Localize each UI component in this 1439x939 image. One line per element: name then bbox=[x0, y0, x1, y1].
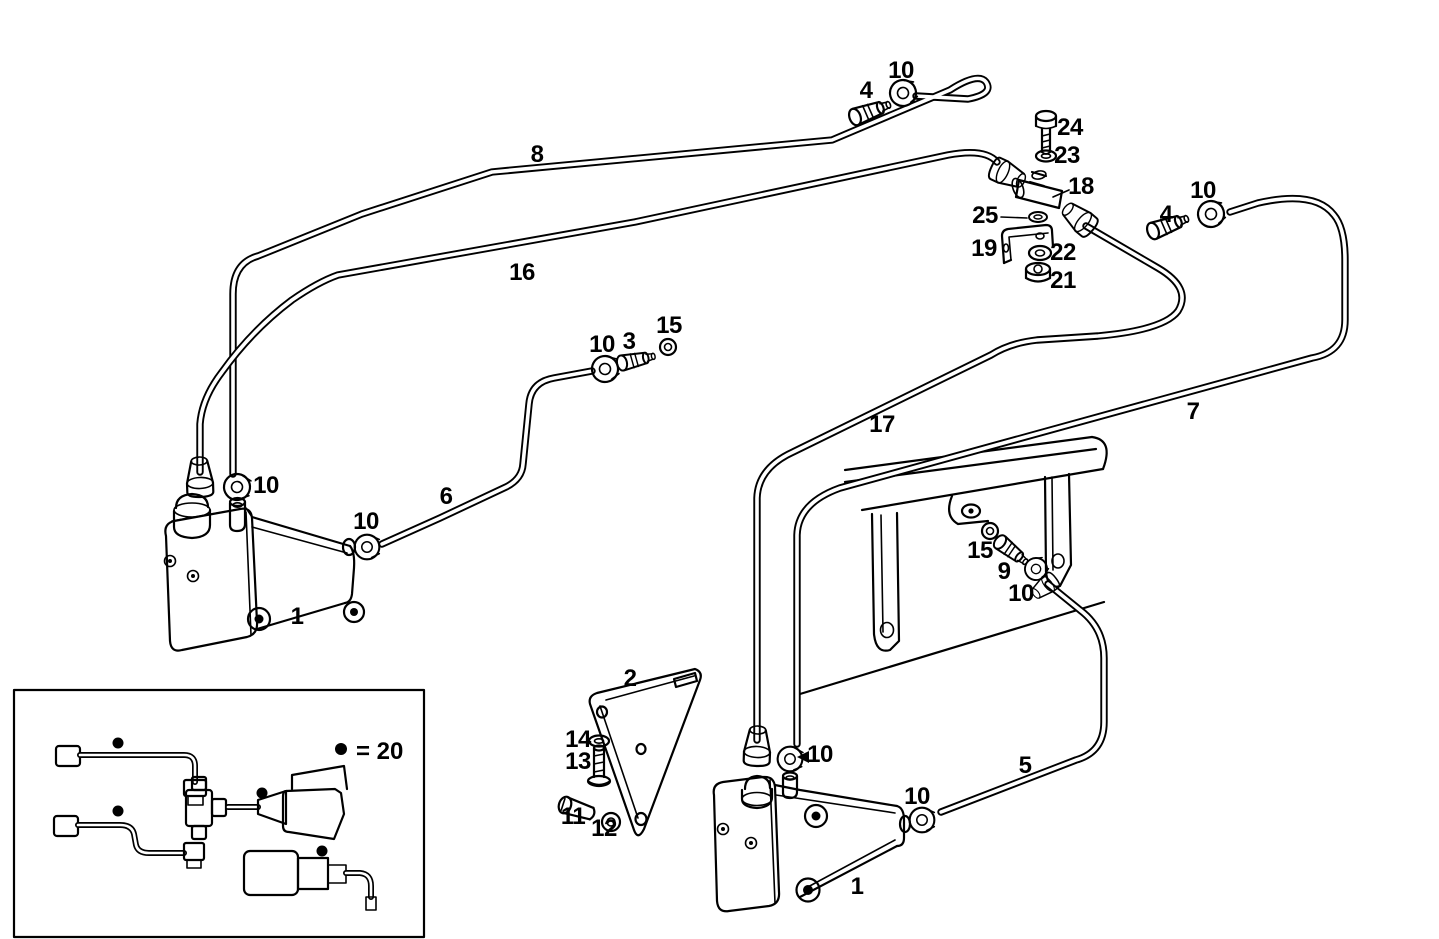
washer-22 bbox=[1027, 244, 1053, 262]
bolt-13 bbox=[586, 744, 612, 788]
tube-7 bbox=[793, 194, 1349, 748]
callout-17-tube: 17 bbox=[869, 411, 895, 438]
callout-21-nut: 21 bbox=[1050, 267, 1076, 294]
washer-15 bbox=[658, 337, 678, 357]
callout-4-right: 4 bbox=[1159, 201, 1173, 228]
callout-15-frame: 15 bbox=[967, 537, 993, 564]
inlet-spigot-left bbox=[228, 496, 247, 533]
inset-connector-c bbox=[184, 764, 349, 841]
callout-7-tube: 7 bbox=[1186, 398, 1200, 425]
callout-10-frame: 10 bbox=[1008, 580, 1034, 607]
callout-10-banjo: 10 bbox=[589, 331, 615, 358]
callout-10-top: 10 bbox=[888, 57, 914, 84]
callout-10-clamp-right: 10 bbox=[807, 741, 833, 768]
callout-1-left-tank: 1 bbox=[290, 603, 304, 630]
mount-ear bbox=[795, 877, 821, 903]
clamp-10 bbox=[908, 806, 936, 834]
nut-21 bbox=[1024, 261, 1052, 283]
callout-10-clamp-left: 10 bbox=[253, 472, 279, 499]
callout-22-washer: 22 bbox=[1050, 239, 1076, 266]
mount-ear bbox=[246, 606, 272, 632]
quantity-dot-icon bbox=[112, 805, 124, 817]
mount-ear bbox=[803, 803, 829, 829]
filler-cap-left bbox=[172, 492, 212, 540]
quantity-dot-icon bbox=[316, 845, 328, 857]
tube-17 bbox=[753, 222, 1186, 744]
tube-8 bbox=[229, 74, 992, 478]
callout-15-washer: 15 bbox=[656, 312, 682, 339]
bolt-24 bbox=[1034, 109, 1058, 155]
clamp-10 bbox=[353, 533, 381, 561]
callout-18-tee: 18 bbox=[1068, 173, 1094, 200]
callout-10-outlet-left: 10 bbox=[353, 508, 379, 535]
callout-9-valve: 9 bbox=[997, 558, 1011, 585]
callout-23-washer: 23 bbox=[1054, 142, 1080, 169]
callout-11-bolt: 11 bbox=[560, 803, 586, 830]
tube-5 bbox=[937, 580, 1108, 816]
outlet-nub bbox=[341, 537, 357, 557]
clamp-10 bbox=[775, 744, 805, 774]
inset-connector-a bbox=[54, 737, 208, 806]
frame-hanger-left bbox=[870, 511, 901, 652]
callout-10-right: 10 bbox=[1190, 177, 1216, 204]
washer-23 bbox=[1034, 149, 1058, 163]
washer-12 bbox=[600, 811, 622, 833]
leader-line-18 bbox=[1052, 189, 1070, 198]
callout-19-bracket: 19 bbox=[971, 235, 997, 262]
bracket-2 bbox=[588, 667, 702, 837]
screw-icon bbox=[744, 836, 758, 850]
callout-6-tube: 6 bbox=[439, 483, 453, 510]
tee-union-18 bbox=[985, 155, 1102, 241]
quantity-legend: = 20 bbox=[356, 738, 403, 766]
callout-12-washer: 12 bbox=[591, 815, 617, 842]
screw-icon bbox=[186, 569, 200, 583]
filler-cap-right bbox=[740, 774, 774, 810]
screw-icon bbox=[716, 822, 730, 836]
inset-connector-d bbox=[242, 845, 377, 911]
reservoir-right bbox=[712, 771, 912, 913]
legend-dot-icon bbox=[335, 743, 347, 755]
legend-text: = 20 bbox=[356, 738, 404, 765]
leader-arrow-10 bbox=[797, 751, 809, 763]
mount-ear bbox=[342, 600, 366, 624]
callout-5-tube: 5 bbox=[1018, 752, 1032, 779]
chassis-frame bbox=[798, 435, 1108, 696]
bracket-19 bbox=[1000, 223, 1055, 265]
tube-6 bbox=[378, 367, 596, 548]
callout-16-tube: 16 bbox=[509, 259, 535, 286]
screw-icon bbox=[163, 554, 177, 568]
frame-mount-tab bbox=[947, 494, 990, 526]
callout-1-right-tank: 1 bbox=[850, 873, 864, 900]
washer-25 bbox=[1028, 211, 1048, 223]
callout-3-screw: 3 bbox=[622, 328, 636, 355]
callout-10-outlet-right: 10 bbox=[904, 783, 930, 810]
frame-hanger-right bbox=[1043, 472, 1073, 588]
quantity-dot-icon bbox=[112, 737, 124, 749]
callout-4-top: 4 bbox=[859, 77, 873, 104]
callout-25-washer: 25 bbox=[972, 202, 998, 229]
callout-24-bolt: 24 bbox=[1057, 114, 1083, 141]
inset-connector-b bbox=[52, 805, 206, 869]
callout-14-washer: 14 bbox=[565, 726, 591, 753]
tube-16 bbox=[196, 149, 1001, 476]
callout-8-tube: 8 bbox=[530, 141, 544, 168]
inset-box bbox=[12, 688, 426, 939]
inlet-spigot-right bbox=[781, 771, 799, 800]
bolt-11 bbox=[557, 795, 596, 821]
reservoir-left bbox=[163, 492, 366, 652]
callout-2-bracket: 2 bbox=[623, 665, 637, 692]
quantity-dot-icon bbox=[256, 787, 268, 799]
leader-line-25 bbox=[1000, 216, 1028, 219]
callout-13-bolt: 13 bbox=[565, 748, 591, 775]
